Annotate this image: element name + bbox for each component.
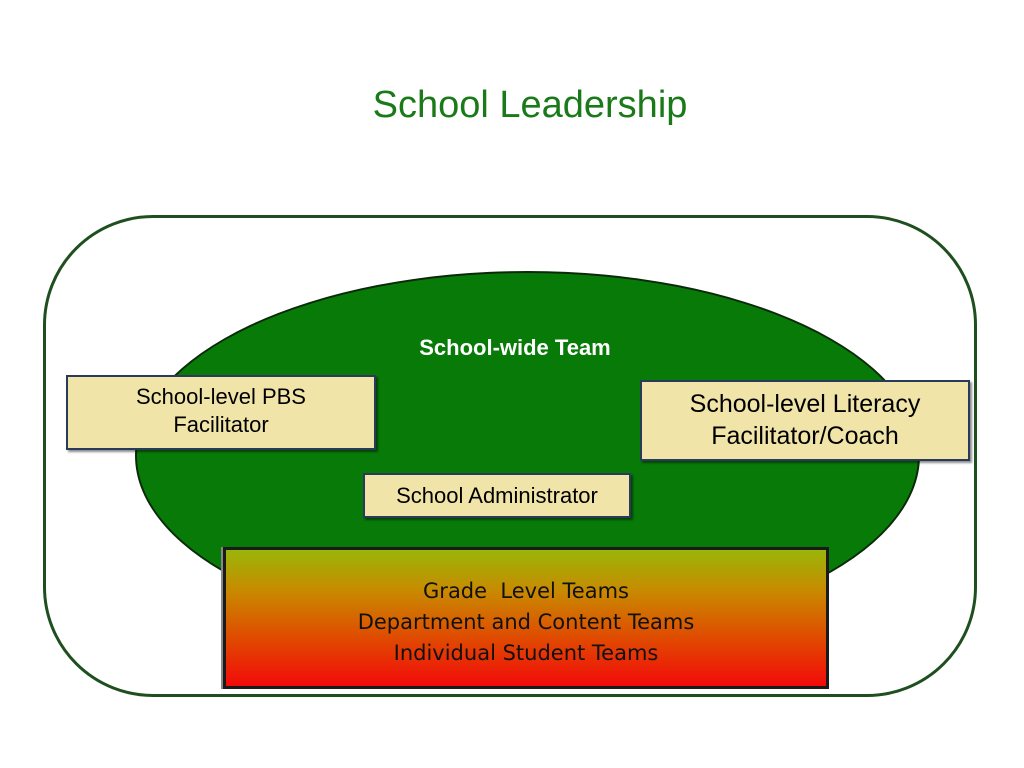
sub-team-grade-level: Grade Level Teams [423,579,629,603]
page-title: School Leadership [372,84,688,126]
school-administrator-box: School Administrator [363,473,631,518]
pbs-facilitator-box: School-level PBS Facilitator [66,375,376,450]
literacy-coach-box: School-level Literacy Facilitator/Coach [640,380,970,461]
sub-teams-box: Grade Level Teams Department and Content… [223,547,829,689]
literacy-coach-line-1: School-level Literacy [689,390,921,419]
school-administrator-label: School Administrator [396,482,598,508]
pbs-facilitator-line-1: School-level PBS [136,384,306,409]
literacy-coach-line-2: Facilitator/Coach [711,421,899,450]
school-wide-team-label: School-wide Team [419,335,611,360]
sub-team-department-content: Department and Content Teams [357,610,695,634]
pbs-facilitator-line-2: Facilitator [173,411,269,437]
sub-team-individual-student: Individual Student Teams [393,641,659,665]
